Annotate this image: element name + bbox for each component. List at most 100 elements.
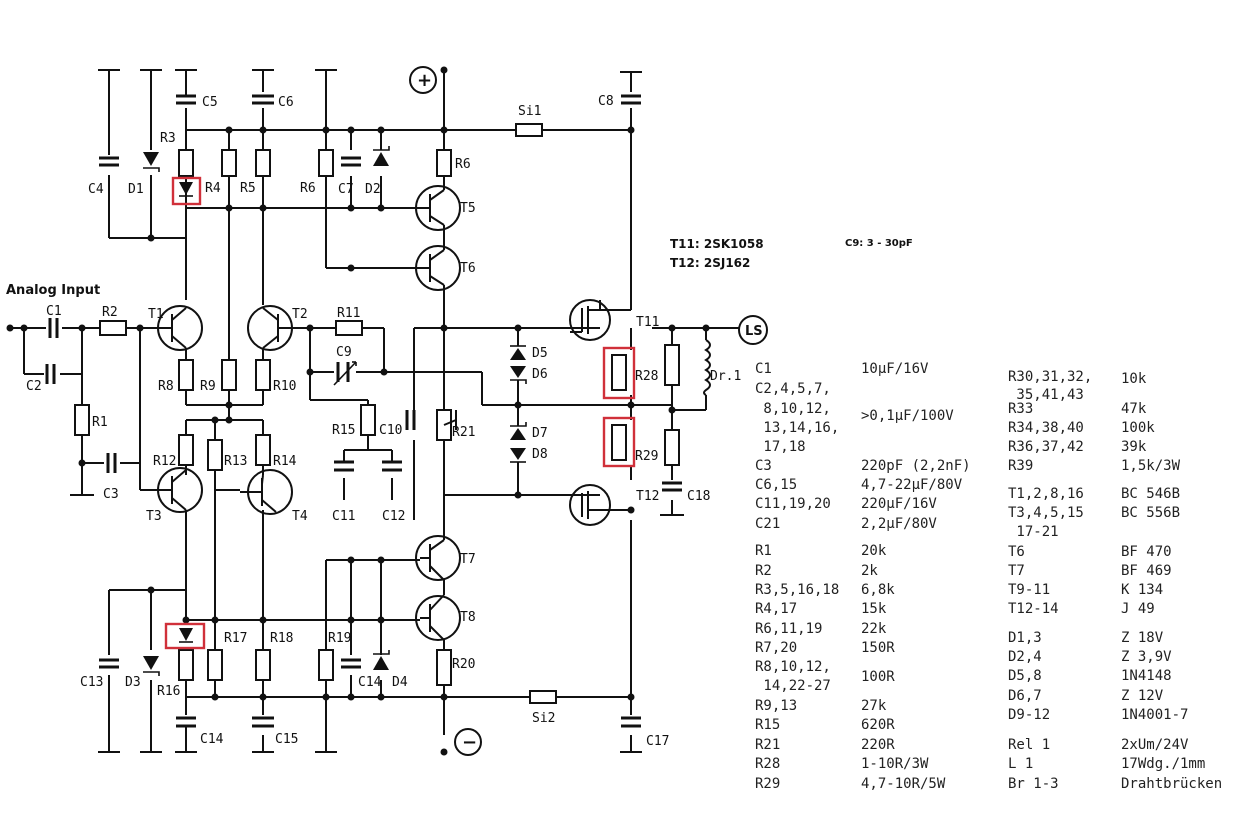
label-t11: T11 [636, 315, 659, 330]
parts-list-value: 22k [861, 621, 887, 637]
parts-list-ref: T9-11 [1008, 582, 1051, 598]
analog-input-label: Analog Input [6, 283, 101, 298]
parts-list-value: BC 556B [1121, 505, 1181, 521]
highlight-r29 [602, 416, 636, 468]
label-c13: C13 [80, 675, 103, 690]
parts-list-value: 220R [861, 737, 895, 753]
parts-list-ref: R15 [755, 717, 781, 733]
parts-list-ref: R36,37,42 [1008, 439, 1084, 455]
parts-list-ref: 13,14,16, [755, 420, 840, 436]
label-r9: R9 [200, 379, 216, 394]
resistors [74, 123, 680, 704]
parts-list-value: 2xUm/24V [1121, 737, 1189, 753]
highlight-r28 [602, 346, 636, 400]
resistor-r4 [221, 149, 237, 177]
label-r6b: R6 [455, 157, 471, 172]
parts-list-ref: R34,38,40 [1008, 420, 1084, 436]
label-dr1: Dr.1 [710, 369, 741, 384]
label-d1: D1 [128, 182, 144, 197]
label-c14b: C14 [200, 732, 224, 747]
parts-list-value: 220µF/16V [861, 496, 937, 512]
resistor-r9 [221, 359, 237, 391]
parts-list-value: 620R [861, 717, 895, 733]
parts-list-value: 15k [861, 601, 887, 617]
label-t4: T4 [292, 509, 308, 524]
parts-list-ref: R28 [755, 756, 781, 772]
label-si1: Si1 [518, 104, 541, 119]
parts-list-value: Drahtbrücken [1121, 776, 1223, 792]
parts-list-ref: T6 [1008, 544, 1025, 560]
label-d8: D8 [532, 447, 548, 462]
component-labels: C1 C2 C3 C4 C5 C6 C7 C8 C9 C10 C11 C12 C… [26, 70, 763, 753]
label-r10: R10 [273, 379, 296, 394]
capacitors [45, 92, 682, 730]
label-plus: + [417, 70, 432, 91]
label-t3: T3 [146, 509, 162, 524]
resistor-r1 [74, 404, 90, 436]
label-r16: R16 [157, 684, 180, 699]
resistor-r10 [255, 359, 271, 391]
label-r17: R17 [224, 631, 247, 646]
parts-list-ref: C21 [755, 516, 781, 532]
label-r4: R4 [205, 181, 221, 196]
label-d3: D3 [125, 675, 141, 690]
parts-list-value: 4,7-22µF/80V [861, 477, 963, 493]
resistor-r6a [318, 149, 334, 177]
parts-list-ref: C6,15 [755, 477, 798, 493]
parts-list-ref: R33 [1008, 401, 1034, 417]
label-r1: R1 [92, 415, 108, 430]
parts-list-value: 1,5k/3W [1121, 458, 1181, 474]
parts-list-ref: T7 [1008, 563, 1025, 579]
highlight-r16-diode [164, 622, 206, 650]
label-r19: R19 [328, 631, 351, 646]
resistor-r-zobel [664, 429, 680, 466]
parts-list-ref: Rel 1 [1008, 737, 1051, 753]
resistor-r-drossel [664, 344, 680, 386]
inductor-dr1 [703, 339, 711, 396]
resistor-r11 [335, 320, 363, 336]
parts-list-ref: T1,2,8,16 [1008, 486, 1084, 502]
junctions [6, 66, 710, 756]
parts-list-ref: 17,18 [755, 439, 806, 455]
label-c1: C1 [46, 304, 62, 319]
resistor-r14 [255, 434, 271, 466]
resistor-r18 [255, 649, 271, 681]
resistor-r28 [611, 354, 627, 391]
label-r11: R11 [337, 306, 360, 321]
parts-list-ref: R4,17 [755, 601, 798, 617]
parts-list-ref: R30,31,32, [1008, 369, 1093, 385]
parts-list-value: 100R [861, 669, 895, 685]
resistor-r15 [360, 404, 376, 436]
resistor-r2 [99, 320, 127, 336]
label-r13: R13 [224, 454, 247, 469]
resistor-r20 [436, 649, 452, 686]
label-r21: R21 [452, 425, 475, 440]
minus-rail-icon [454, 728, 482, 756]
parts-list-ref: R39 [1008, 458, 1034, 474]
label-r5: R5 [240, 181, 256, 196]
label-r18: R18 [270, 631, 293, 646]
label-r3: R3 [160, 131, 176, 146]
label-d2: D2 [365, 182, 381, 197]
label-ls: LS [745, 324, 763, 339]
label-c6: C6 [278, 95, 294, 110]
label-t7: T7 [460, 552, 476, 567]
label-c2: C2 [26, 379, 42, 394]
resistor-r29 [611, 424, 627, 461]
parts-list-value: 150R [861, 640, 895, 656]
highlight-boxes [164, 176, 636, 650]
resistor-r13 [207, 439, 223, 471]
c9-annotation: C9: 3 - 30pF [845, 238, 913, 249]
parts-list-value: Z 12V [1121, 688, 1164, 704]
parts-list-value: >0,1µF/100V [861, 408, 954, 424]
parts-list-ref: R21 [755, 737, 781, 753]
parts-list-ref: 35,41,43 [1008, 387, 1084, 403]
parts-list-value: BF 469 [1121, 563, 1172, 579]
label-c10: C10 [379, 423, 402, 438]
parts-list-ref: C11,19,20 [755, 496, 831, 512]
parts-list-value: 10µF/16V [861, 361, 929, 377]
label-c18: C18 [687, 489, 710, 504]
parts-list-ref: C1 [755, 361, 772, 377]
